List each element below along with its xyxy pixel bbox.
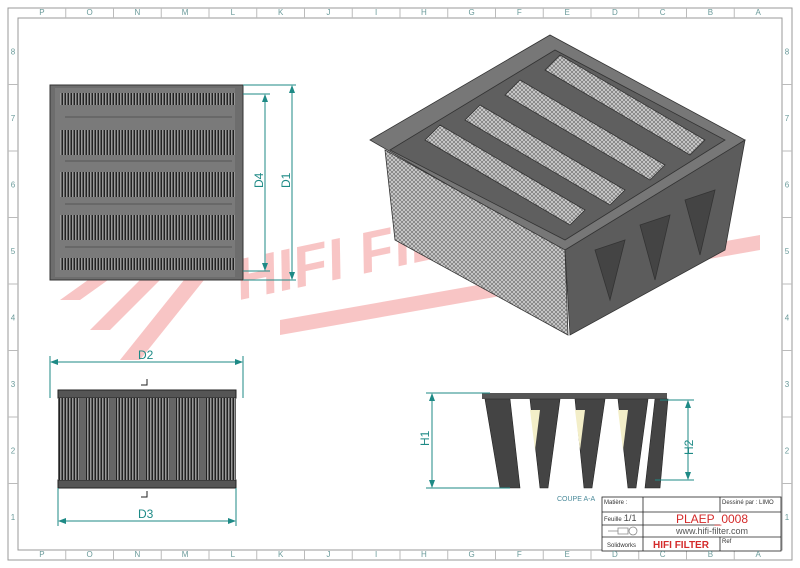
grid-column-label: L: [231, 8, 236, 17]
dimension-h1-label: H1: [418, 430, 432, 446]
brand: HIFI FILTER: [653, 540, 710, 551]
grid-row-label: 8: [785, 47, 790, 56]
grid-column-label: H: [421, 8, 427, 17]
front-view: [49, 84, 244, 281]
grid-column-label: O: [87, 550, 93, 559]
grid-row-label: 6: [785, 180, 790, 189]
dimension-d4-label: D4: [252, 172, 266, 188]
grid-row-label: 2: [785, 446, 790, 455]
grid-row-label: 1: [11, 513, 16, 522]
section-label: COUPE A-A: [557, 496, 595, 503]
grid-column-label: M: [182, 8, 189, 17]
grid-column-label: F: [517, 550, 522, 559]
grid-column-label: L: [231, 550, 236, 559]
sheet-value: 1/1: [624, 513, 637, 523]
grid-column-label: K: [278, 8, 284, 17]
sheet-label: Feuille :: [604, 517, 625, 523]
grid-column-label: P: [39, 550, 44, 559]
ref-label: Ref: [722, 539, 732, 545]
dimension-h2-label: H2: [682, 439, 696, 455]
grid-column-label: N: [134, 8, 140, 17]
grid-column-label: A: [755, 8, 761, 17]
grid-column-label: K: [278, 550, 284, 559]
part-number: PLAEP_0008: [676, 512, 748, 526]
grid-column-label: B: [708, 550, 713, 559]
grid-row-label: 7: [785, 114, 790, 123]
grid-row-label: 4: [785, 313, 790, 322]
grid-column-label: M: [182, 550, 189, 559]
grid-column-label: P: [39, 8, 44, 17]
grid-column-label: E: [564, 8, 569, 17]
grid-column-label: I: [375, 550, 377, 559]
grid-row-label: 4: [11, 313, 16, 322]
grid-row-label: 7: [11, 114, 16, 123]
grid-column-label: D: [612, 550, 618, 559]
grid-row-label: 3: [11, 380, 16, 389]
grid-column-label: J: [326, 550, 330, 559]
grid-row-label: 2: [11, 446, 16, 455]
title-block: [601, 496, 782, 552]
grid-column-label: F: [517, 8, 522, 17]
grid-row-label: 5: [785, 247, 790, 256]
material-label: Matière :: [604, 500, 628, 506]
grid-row-label: 6: [11, 180, 16, 189]
dimension-d3-label: D3: [138, 507, 154, 521]
grid-column-label: N: [134, 550, 140, 559]
software: Solidworks: [607, 543, 636, 549]
grid-column-label: O: [87, 8, 93, 17]
dimension-d2-label: D2: [138, 348, 154, 362]
dimension-d4: [243, 84, 296, 281]
isometric-view: [369, 34, 746, 336]
grid-column-label: H: [421, 550, 427, 559]
grid-column-label: J: [326, 8, 330, 17]
grid-row-label: 8: [11, 47, 16, 56]
side-view: [57, 379, 237, 498]
drawn-by: Dessiné par : LIMO: [722, 500, 774, 506]
grid-column-label: B: [708, 8, 713, 17]
grid-row-label: 5: [11, 247, 16, 256]
grid-column-label: I: [375, 8, 377, 17]
grid-column-label: G: [469, 550, 475, 559]
grid-column-label: C: [660, 550, 666, 559]
grid-column-label: A: [755, 550, 761, 559]
grid-column-label: C: [660, 8, 666, 17]
section-view: [482, 393, 669, 489]
website: www.hifi-filter.com: [675, 526, 748, 536]
grid-row-label: 3: [785, 380, 790, 389]
dimension-d1-label: D1: [279, 172, 293, 188]
grid-column-label: G: [469, 8, 475, 17]
grid-row-label: 1: [785, 513, 790, 522]
grid-column-label: D: [612, 8, 618, 17]
grid-column-label: E: [564, 550, 569, 559]
